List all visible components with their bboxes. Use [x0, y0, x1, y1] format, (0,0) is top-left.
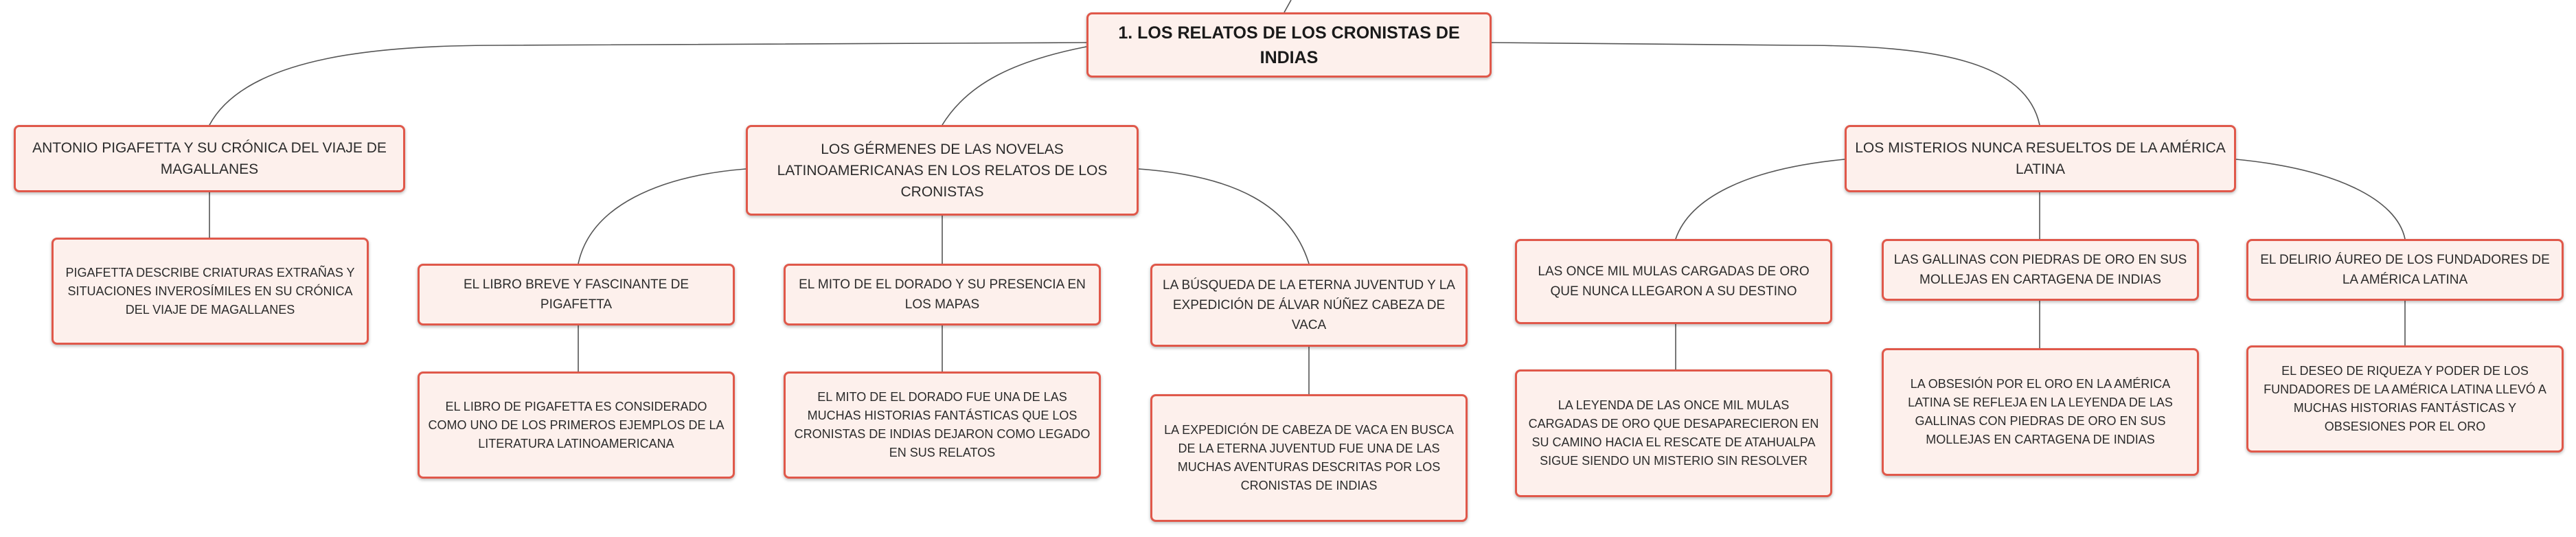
- branch-germenes[interactable]: LOS GÉRMENES DE LAS NOVELAS LATINOAMERIC…: [746, 125, 1139, 216]
- topic-delirio-aureo[interactable]: EL DELIRIO ÁUREO DE LOS FUNDADORES DE LA…: [2246, 239, 2564, 301]
- root-topic[interactable]: 1. LOS RELATOS DE LOS CRONISTAS DE INDIA…: [1086, 12, 1492, 78]
- branch-misterios[interactable]: LOS MISTERIOS NUNCA RESUELTOS DE LA AMÉR…: [1845, 125, 2236, 192]
- topic-gallinas[interactable]: LAS GALLINAS CON PIEDRAS DE ORO EN SUS M…: [1882, 239, 2199, 301]
- topic-eterna-juventud[interactable]: LA BÚSQUEDA DE LA ETERNA JUVENTUD Y LA E…: [1150, 264, 1468, 347]
- detail-delirio-aureo[interactable]: EL DESEO DE RIQUEZA Y PODER DE LOS FUNDA…: [2246, 345, 2564, 453]
- detail-gallinas[interactable]: LA OBSESIÓN POR EL ORO EN LA AMÉRICA LAT…: [1882, 348, 2199, 476]
- topic-libro-pigafetta[interactable]: EL LIBRO BREVE Y FASCINANTE DE PIGAFETTA: [418, 264, 735, 325]
- branch-pigafetta-detail[interactable]: PIGAFETTA DESCRIBE CRIATURAS EXTRAÑAS Y …: [52, 238, 369, 345]
- detail-libro-pigafetta[interactable]: EL LIBRO DE PIGAFETTA ES CONSIDERADO COM…: [418, 372, 735, 479]
- detail-el-dorado[interactable]: EL MITO DE EL DORADO FUE UNA DE LAS MUCH…: [784, 372, 1101, 479]
- topic-once-mil-mulas[interactable]: LAS ONCE MIL MULAS CARGADAS DE ORO QUE N…: [1515, 239, 1832, 324]
- detail-eterna-juventud[interactable]: LA EXPEDICIÓN DE CABEZA DE VACA EN BUSCA…: [1150, 394, 1468, 522]
- branch-pigafetta[interactable]: ANTONIO PIGAFETTA Y SU CRÓNICA DEL VIAJE…: [14, 125, 405, 192]
- topic-el-dorado[interactable]: EL MITO DE EL DORADO Y SU PRESENCIA EN L…: [784, 264, 1101, 325]
- detail-once-mil-mulas[interactable]: LA LEYENDA DE LAS ONCE MIL MULAS CARGADA…: [1515, 369, 1832, 497]
